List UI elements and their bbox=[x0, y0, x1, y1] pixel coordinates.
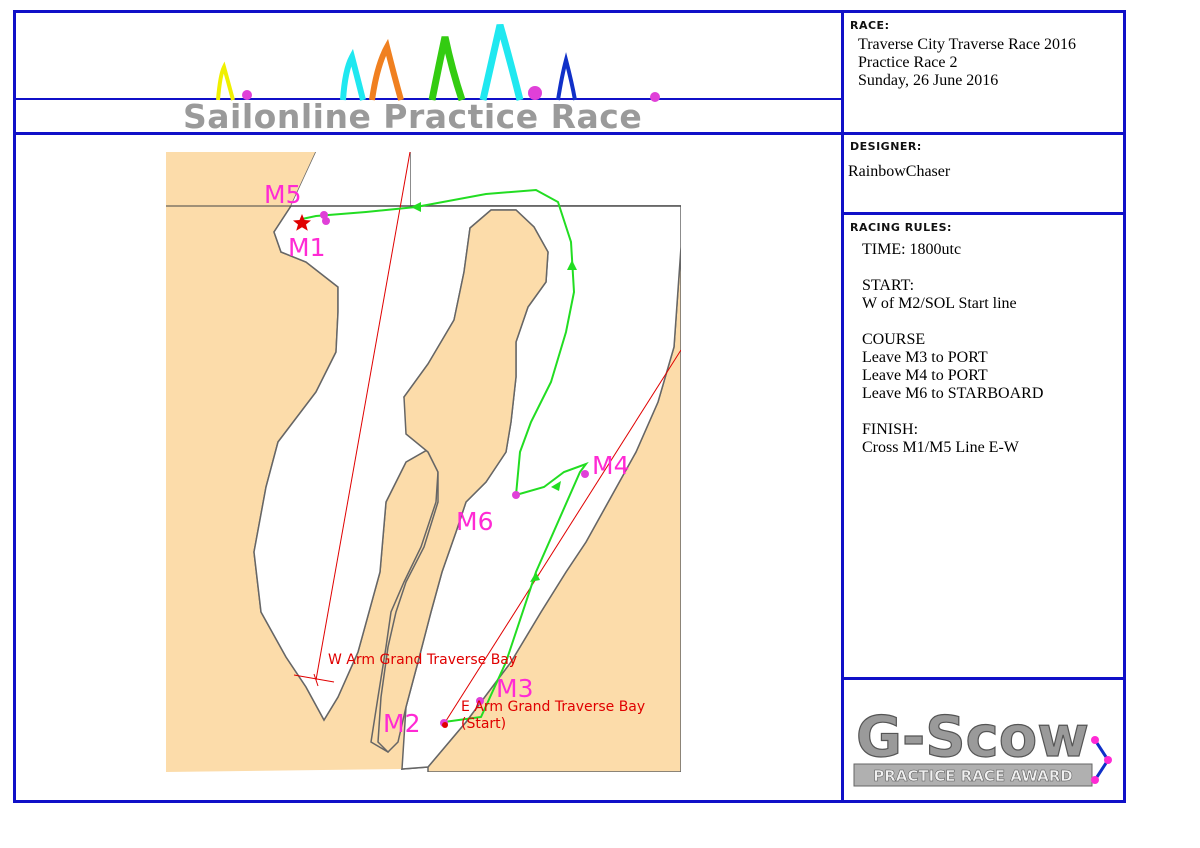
banner-line bbox=[13, 98, 843, 100]
course-route bbox=[301, 188, 589, 723]
rules-time: TIME: 1800utc bbox=[862, 241, 962, 258]
rhumb-line-west bbox=[315, 152, 411, 681]
water-west-bay bbox=[291, 152, 410, 206]
label-m3: M3 bbox=[496, 674, 533, 703]
rhumb-line-east bbox=[443, 349, 681, 725]
outer-frame bbox=[13, 10, 1126, 803]
mark-m4 bbox=[581, 470, 589, 478]
right-column-divider bbox=[841, 10, 844, 803]
race-date: Sunday, 26 June 2016 bbox=[858, 72, 999, 89]
designer-label: DESIGNER: bbox=[850, 140, 922, 153]
route-arrow-3 bbox=[567, 260, 577, 270]
header-divider bbox=[13, 132, 1126, 135]
rules-finish-text: Cross M1/M5 Line E-W bbox=[862, 439, 1019, 456]
rules-course-3: Leave M6 to STARBOARD bbox=[862, 385, 1044, 402]
label-e-arm: E Arm Grand Traverse Bay bbox=[461, 699, 645, 715]
rules-course-2: Leave M4 to PORT bbox=[862, 367, 988, 384]
finish-star-icon bbox=[293, 214, 311, 231]
rules-finish-head: FINISH: bbox=[862, 421, 919, 438]
route-arrow-4 bbox=[411, 202, 421, 212]
race-label: RACE: bbox=[850, 19, 890, 32]
award-sub-text: PRACTICE RACE AWARD bbox=[873, 767, 1073, 785]
mark-m6 bbox=[512, 491, 520, 499]
race-name: Traverse City Traverse Race 2016 bbox=[858, 36, 1077, 53]
course-map: M5 M1 M4 M6 M3 M2 W Arm Grand Traverse B… bbox=[166, 152, 681, 772]
mark-m3 bbox=[476, 697, 484, 705]
rules-course-1: Leave M3 to PORT bbox=[862, 349, 988, 366]
rules-course-head: COURSE bbox=[862, 331, 926, 348]
start-dot bbox=[442, 722, 448, 728]
scale-bar-tick bbox=[313, 673, 319, 687]
designer-name: RainbowChaser bbox=[848, 163, 951, 180]
label-m4: M4 bbox=[592, 451, 629, 480]
rules-label: RACING RULES: bbox=[850, 221, 952, 234]
g-scow-award-logo: G-Scow PRACTICE RACE AWARD bbox=[853, 704, 1112, 787]
designer-divider bbox=[841, 212, 1126, 215]
route-arrow-2 bbox=[551, 481, 561, 491]
race-subtitle: Practice Race 2 bbox=[858, 54, 958, 71]
land-west-shore bbox=[166, 152, 548, 772]
label-m2: M2 bbox=[383, 709, 420, 738]
label-m6: M6 bbox=[456, 507, 493, 536]
sails-logo bbox=[216, 24, 660, 102]
rules-start-head: START: bbox=[862, 277, 915, 294]
award-logo-text: G-Scow bbox=[856, 705, 1089, 770]
route-arrow-1 bbox=[530, 572, 540, 582]
label-m5: M5 bbox=[264, 180, 301, 209]
land-peninsula-shape bbox=[377, 209, 549, 754]
banner-title: Sailonline Practice Race bbox=[183, 97, 643, 136]
label-w-arm: W Arm Grand Traverse Bay bbox=[328, 652, 517, 668]
mark-m5 bbox=[320, 211, 328, 219]
rules-divider bbox=[841, 677, 1126, 680]
rules-start-text: W of M2/SOL Start line bbox=[862, 295, 1017, 312]
scale-bar bbox=[293, 674, 335, 683]
label-m1: M1 bbox=[288, 233, 325, 262]
label-start: (Start) bbox=[461, 716, 506, 732]
